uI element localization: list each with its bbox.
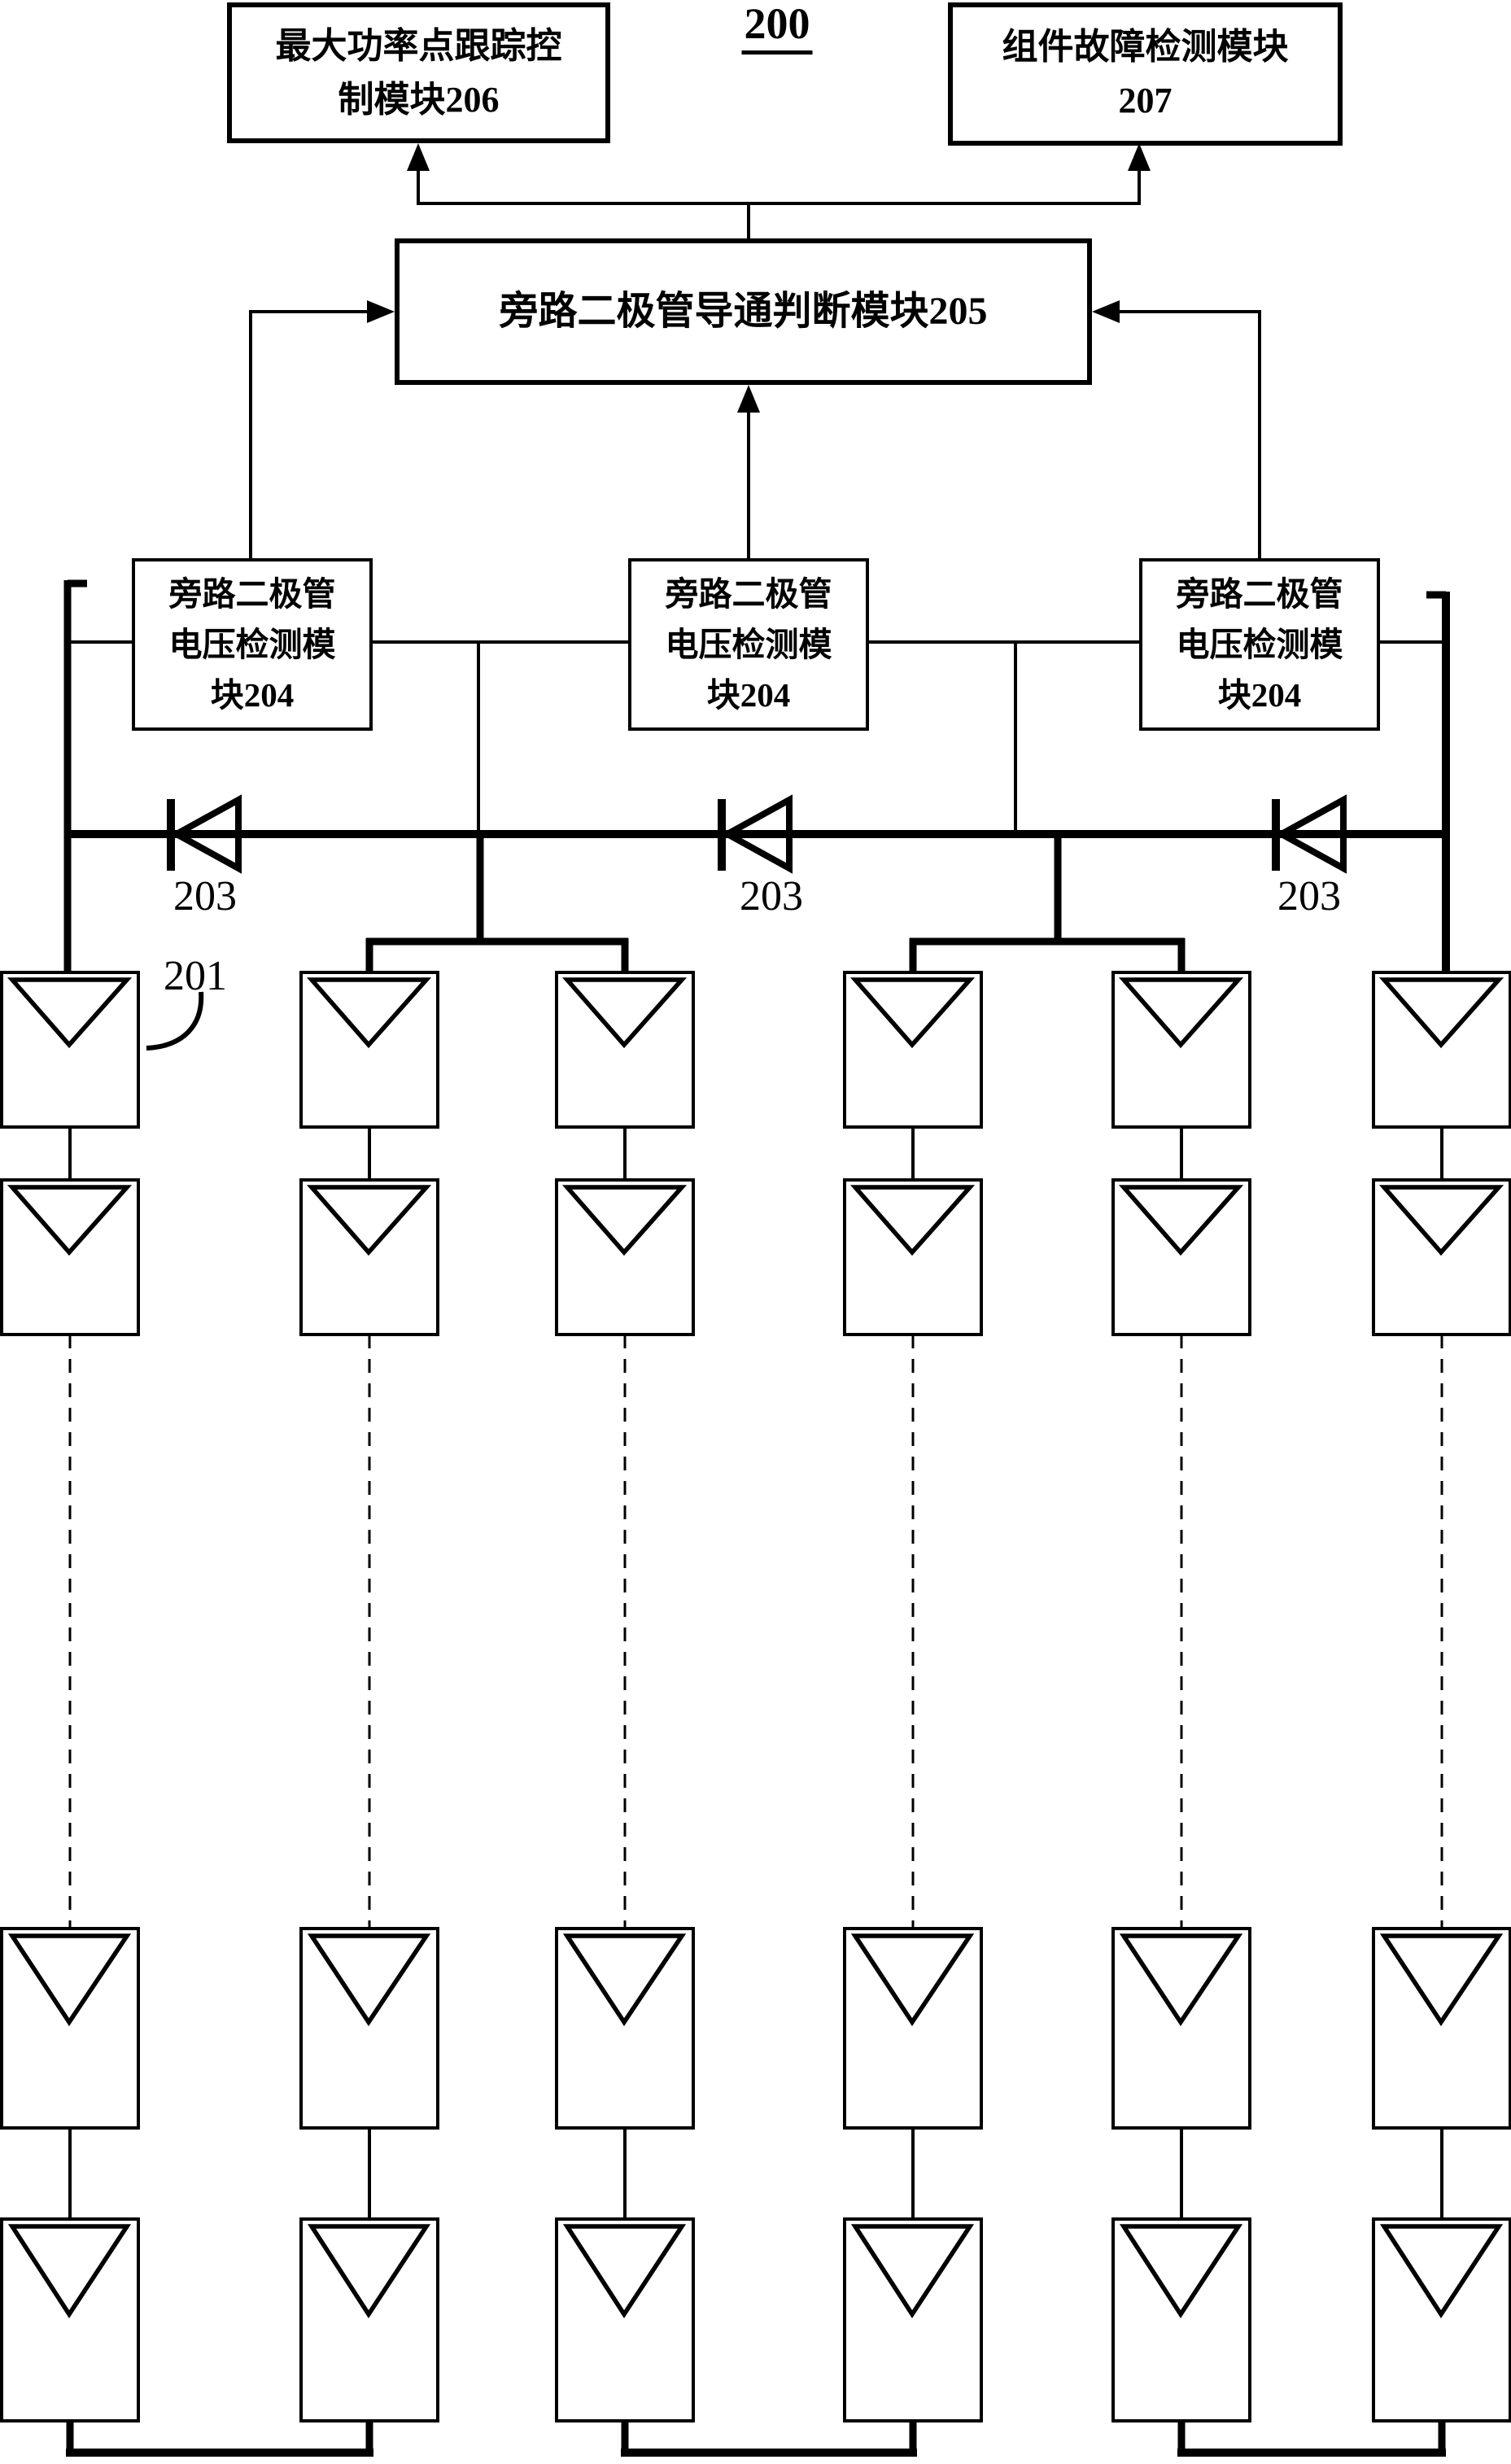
pv-panel-symbol: [299, 2217, 439, 2422]
leader-arc-201: [146, 991, 204, 1051]
pv-panel-symbol: [555, 2217, 695, 2422]
pv-panel-symbol: [843, 971, 983, 1129]
module-box-vd204-left: 旁路二极管 电压检测模 块204: [132, 558, 373, 731]
pv-panel-symbol: [1111, 1178, 1251, 1336]
pv-panel-symbol: [0, 2217, 140, 2422]
pv-panel-v-mark: [306, 1185, 432, 1256]
pv-panel-v-mark: [1379, 1933, 1504, 2026]
module-206-line1: 最大功率点跟踪控: [275, 25, 562, 66]
module-box-fault-207: 组件故障检测模块 207: [948, 2, 1343, 146]
bypass-diode-icon: [720, 794, 793, 874]
module-204-line3: 块204: [210, 676, 295, 714]
pv-panel-v-mark: [850, 1933, 975, 2026]
pv-panel-v-mark: [1118, 977, 1244, 1049]
pv-panel-symbol: [1111, 1927, 1251, 2130]
pv-panel-symbol: [1111, 971, 1251, 1129]
pv-panel-v-mark: [7, 1933, 132, 2026]
pv-panel-symbol: [1372, 1927, 1511, 2130]
module-206-line2: 制模块206: [338, 79, 500, 120]
pv-panel-v-mark: [307, 1933, 431, 2026]
pv-panel-symbol: [299, 971, 439, 1129]
pv-panel-v-mark: [850, 2224, 975, 2319]
pv-panel-symbol: [555, 971, 695, 1129]
pv-panel-symbol: [1372, 2217, 1511, 2422]
module-204-line3: 块204: [1217, 676, 1302, 714]
pv-panel-v-mark: [849, 977, 976, 1049]
panel-label-201: 201: [164, 953, 227, 999]
diode-label-1: 203: [173, 873, 237, 920]
diode-label-3: 203: [1277, 873, 1341, 920]
pv-panel-symbol: [843, 1178, 983, 1336]
pv-panel-symbol: [555, 1927, 695, 2130]
pv-panel-v-mark: [307, 2224, 431, 2319]
pv-panel-v-mark: [849, 1185, 976, 1256]
generated-symbols: [0, 794, 1511, 2453]
pv-panel-symbol: [299, 1927, 439, 2130]
module-205-label: 旁路二极管导通判断模块205: [499, 290, 988, 333]
pv-panel-v-mark: [7, 977, 133, 1049]
pv-panel-v-mark: [561, 1185, 688, 1256]
bypass-diode-icon: [1274, 794, 1347, 874]
pv-panel-symbol: [1372, 1178, 1511, 1336]
pv-panel-symbol: [0, 1178, 140, 1336]
arrow-right-icon-205-left: [367, 300, 395, 323]
pv-panel-v-mark: [7, 1185, 133, 1256]
pv-panel-v-mark: [1119, 2224, 1243, 2319]
module-box-mppt-206: 最大功率点跟踪控 制模块206: [227, 2, 610, 143]
arrow-up-icon-206: [407, 143, 430, 171]
pv-panel-v-mark: [306, 977, 432, 1049]
pv-panel-v-mark: [7, 2224, 132, 2319]
module-box-judge-205: 旁路二极管导通判断模块205: [395, 238, 1092, 385]
module-box-vd204-right: 旁路二极管 电压检测模 块204: [1139, 558, 1380, 731]
pv-panel-v-mark: [1119, 1933, 1243, 2026]
pv-panel-symbol: [0, 971, 140, 1129]
pv-panel-v-mark: [1378, 977, 1504, 1049]
pv-panel-v-mark: [1378, 1185, 1504, 1256]
diode-label-2: 203: [740, 873, 803, 920]
arrow-up-icon-205-bottom: [737, 385, 760, 413]
pv-panel-symbol: [0, 1927, 140, 2130]
module-204-line2: 电压检测模: [168, 625, 336, 663]
module-207-line2: 207: [1118, 81, 1173, 120]
module-207-line1: 组件故障检测模块: [1002, 27, 1289, 67]
pv-panel-symbol: [1111, 2217, 1251, 2422]
pv-panel-v-mark: [562, 1933, 687, 2026]
pv-panel-symbol: [1372, 971, 1511, 1129]
module-204-line3: 块204: [706, 676, 791, 714]
arrow-left-icon-205-right: [1092, 300, 1120, 323]
pv-panel-symbol: [299, 1178, 439, 1336]
module-box-vd204-middle: 旁路二极管 电压检测模 块204: [628, 558, 869, 731]
pv-panel-v-mark: [1379, 2224, 1504, 2319]
module-204-line1: 旁路二极管: [1176, 574, 1343, 613]
arrow-up-icon-207: [1128, 143, 1151, 171]
module-204-line2: 电压检测模: [665, 625, 832, 663]
pv-panel-symbol: [843, 2217, 983, 2422]
pv-panel-v-mark: [1118, 1185, 1244, 1256]
module-204-line1: 旁路二极管: [168, 574, 336, 613]
figure-number: 200: [741, 0, 813, 55]
pv-panel-v-mark: [561, 977, 688, 1049]
pv-panel-v-mark: [562, 2224, 687, 2319]
module-204-line1: 旁路二极管: [665, 574, 832, 613]
bypass-diode-icon: [169, 794, 242, 874]
pv-panel-symbol: [843, 1927, 983, 2130]
module-204-line2: 电压检测模: [1176, 625, 1343, 663]
pv-panel-symbol: [555, 1178, 695, 1336]
